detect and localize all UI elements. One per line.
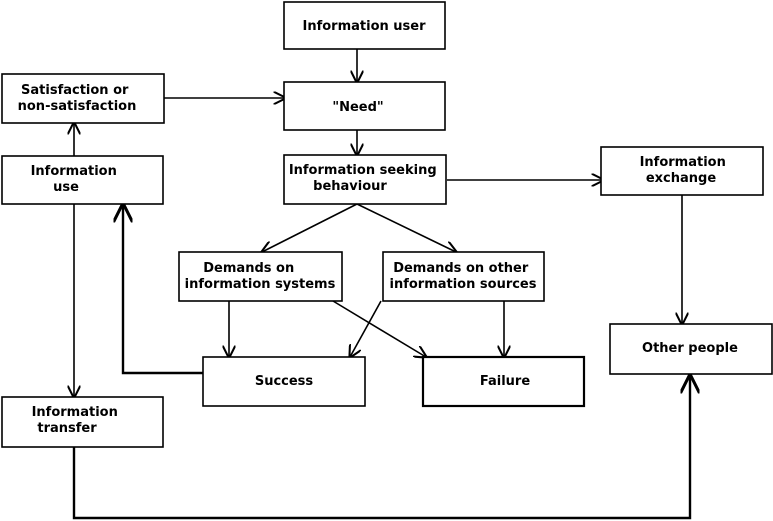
edge-sources-to-success [350, 300, 382, 357]
svg-text:Information transfer: Information transfer [32, 405, 123, 436]
svg-text:Information use: Information use [31, 164, 122, 195]
svg-text:Demands on other informa: Demands on other information sources [389, 261, 536, 292]
svg-text:Information exchange: Information exchange [640, 155, 731, 186]
node-seeking-behaviour: Information seeking behaviour [283, 154, 447, 205]
node-demands-information-systems: Demands on information systems [178, 251, 343, 302]
node-demands-other-sources: Demands on other information sources [382, 251, 545, 302]
svg-text:Demands on information s: Demands on information systems [185, 261, 336, 292]
edge-transfer-to-other-people [72, 376, 690, 520]
edge-success-to-use [123, 205, 203, 375]
node-satisfaction: Satisfaction or non-satisfaction [1, 73, 165, 124]
svg-text:Other people: Other people [642, 341, 738, 356]
node-need: "Need" [283, 81, 446, 131]
svg-text:Failure: Failure [480, 374, 530, 389]
svg-text:Information user: Information user [302, 19, 426, 34]
svg-text:Success: Success [255, 374, 314, 389]
node-other-people: Other people [609, 323, 773, 375]
edges [72, 49, 690, 520]
edge-seeking-to-demands-systems [262, 203, 358, 252]
edge-seeking-to-demands-sources [356, 203, 456, 252]
node-information-exchange: Information exchange [600, 146, 764, 196]
svg-text:Information seeking beha: Information seeking behaviour [289, 163, 441, 194]
edge-systems-to-failure [332, 300, 426, 357]
svg-text:Satisfaction or non-sati: Satisfaction or non-satisfaction [18, 83, 137, 114]
node-information-use: Information use [1, 155, 164, 205]
node-failure: Failure [421, 355, 586, 408]
node-information-user: Information user [283, 1, 446, 50]
node-information-transfer: Information transfer [1, 396, 164, 448]
svg-text:"Need": "Need" [332, 100, 383, 115]
node-success: Success [202, 356, 366, 407]
